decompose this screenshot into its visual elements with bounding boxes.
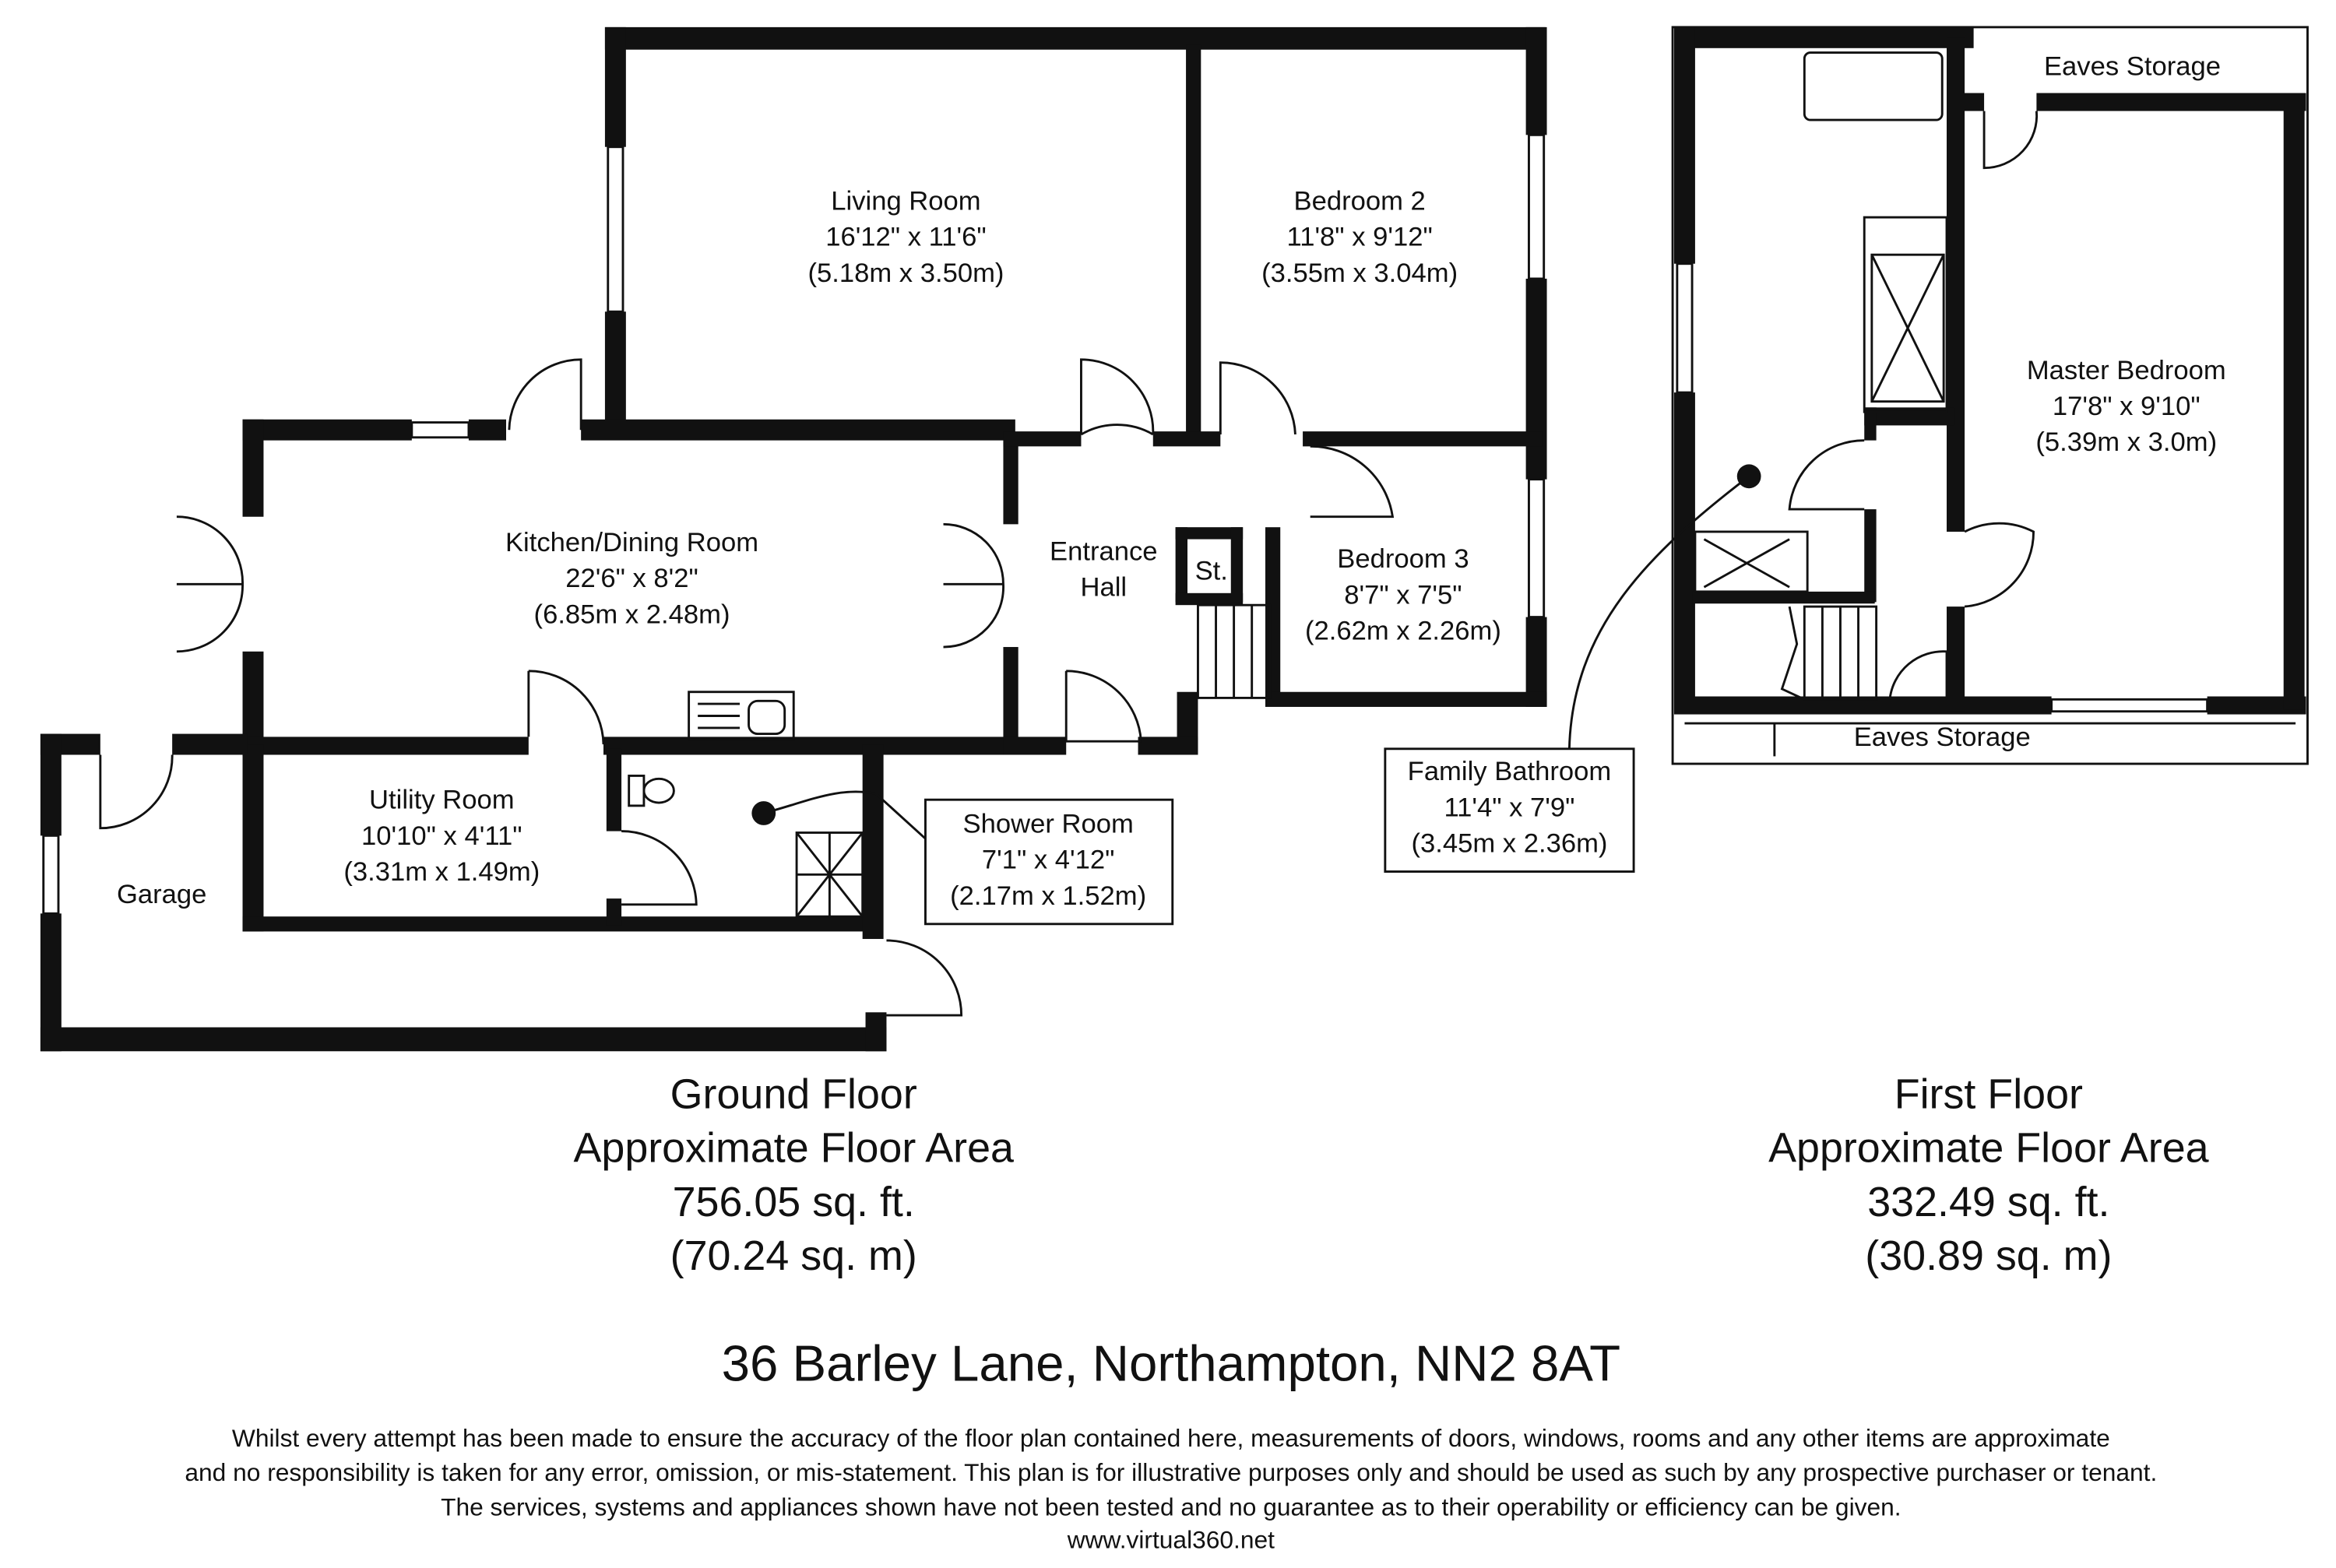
svg-text:Approximate Floor Area: Approximate Floor Area	[1768, 1125, 2209, 1172]
svg-text:The services, systems and appl: The services, systems and appliances sho…	[441, 1492, 1901, 1521]
svg-text:Utility Room: Utility Room	[369, 786, 515, 815]
svg-text:(2.17m x 1.52m): (2.17m x 1.52m)	[950, 881, 1146, 911]
eaves-storage-top: Eaves Storage	[2044, 51, 2221, 81]
svg-text:(3.55m x 3.04m): (3.55m x 3.04m)	[1261, 258, 1458, 288]
svg-text:(30.89 sq. m): (30.89 sq. m)	[1865, 1232, 2112, 1279]
svg-text:Master Bedroom: Master Bedroom	[2027, 356, 2226, 385]
svg-text:Whilst every attempt has been: Whilst every attempt has been made to en…	[232, 1424, 2110, 1452]
disclaimer: Whilst every attempt has been made to en…	[185, 1424, 2157, 1554]
svg-text:First Floor: First Floor	[1894, 1071, 2083, 1117]
room-kitchen-dining: Kitchen/Dining Room 22'6" x 8'2" (6.85m …	[505, 528, 758, 629]
svg-text:(2.62m x 2.26m): (2.62m x 2.26m)	[1305, 616, 1501, 645]
svg-text:16'12" x 11'6": 16'12" x 11'6"	[825, 223, 987, 252]
property-address: 36 Barley Lane, Northampton, NN2 8AT	[722, 1334, 1620, 1391]
svg-text:Kitchen/Dining Room: Kitchen/Dining Room	[505, 528, 758, 557]
svg-text:Shower Room: Shower Room	[963, 810, 1134, 839]
svg-text:Entrance: Entrance	[1050, 537, 1158, 567]
room-shower-room: Shower Room 7'1" x 4'12" (2.17m x 1.52m)	[924, 798, 1174, 926]
svg-text:8'7" x 7'5": 8'7" x 7'5"	[1344, 580, 1462, 610]
door-swings	[99, 358, 1395, 1017]
svg-text:10'10" x 4'11": 10'10" x 4'11"	[361, 821, 522, 851]
svg-text:22'6" x 8'2": 22'6" x 8'2"	[565, 564, 698, 593]
bathroom-point-icon	[1736, 464, 1761, 489]
svg-text:(6.85m x 2.48m): (6.85m x 2.48m)	[534, 599, 730, 629]
room-master-bedroom: Master Bedroom 17'8" x 9'10" (5.39m x 3.…	[2027, 356, 2226, 457]
svg-text:Bedroom 2: Bedroom 2	[1294, 187, 1426, 216]
website-link: www.virtual360.net	[1067, 1526, 1275, 1554]
room-utility: Utility Room 10'10" x 4'11" (3.31m x 1.4…	[343, 786, 540, 887]
svg-text:7'1" x 4'12": 7'1" x 4'12"	[982, 846, 1115, 875]
store-label: St.	[1195, 557, 1228, 586]
svg-text:(70.24 sq. m): (70.24 sq. m)	[670, 1232, 917, 1279]
first-floor-walls	[1567, 26, 2309, 765]
room-bedroom-2: Bedroom 2 11'8" x 9'12" (3.55m x 3.04m)	[1261, 187, 1458, 288]
svg-text:332.49 sq. ft.: 332.49 sq. ft.	[1867, 1179, 2109, 1225]
svg-text:11'8" x 9'12": 11'8" x 9'12"	[1287, 223, 1433, 252]
svg-text:11'4" x 7'9": 11'4" x 7'9"	[1444, 793, 1574, 822]
svg-text:Bedroom 3: Bedroom 3	[1337, 544, 1469, 574]
svg-text:and no responsibility is taken: and no responsibility is taken for any e…	[185, 1458, 2157, 1486]
svg-text:(5.39m x 3.0m): (5.39m x 3.0m)	[2035, 427, 2217, 457]
svg-text:Living Room: Living Room	[831, 187, 980, 216]
room-living-room: Living Room 16'12" x 11'6" (5.18m x 3.50…	[807, 187, 1004, 288]
shower-point-icon	[751, 801, 776, 825]
garage-label: Garage	[117, 880, 206, 909]
svg-text:(3.45m x 2.36m): (3.45m x 2.36m)	[1411, 829, 1607, 859]
room-entrance-hall: Entrance Hall	[1050, 537, 1158, 603]
room-bedroom-3: Bedroom 3 8'7" x 7'5" (2.62m x 2.26m)	[1305, 544, 1501, 645]
svg-text:(3.31m x 1.49m): (3.31m x 1.49m)	[343, 857, 540, 887]
svg-text:Hall: Hall	[1080, 573, 1127, 603]
svg-text:Ground Floor: Ground Floor	[670, 1071, 917, 1117]
svg-text:Approximate Floor Area: Approximate Floor Area	[573, 1125, 1014, 1172]
first-floor-summary: First Floor Approximate Floor Area 332.4…	[1768, 1071, 2209, 1279]
eaves-storage-bottom: Eaves Storage	[1854, 722, 2031, 752]
svg-text:756.05 sq. ft.: 756.05 sq. ft.	[673, 1179, 915, 1225]
ground-floor-walls	[40, 26, 1547, 1052]
room-family-bathroom: Family Bathroom 11'4" x 7'9" (3.45m x 2.…	[1384, 747, 1635, 873]
svg-text:Family Bathroom: Family Bathroom	[1408, 757, 1612, 786]
ground-floor-summary: Ground Floor Approximate Floor Area 756.…	[573, 1071, 1014, 1279]
svg-text:(5.18m x 3.50m): (5.18m x 3.50m)	[807, 258, 1004, 288]
svg-text:17'8" x 9'10": 17'8" x 9'10"	[2053, 392, 2201, 421]
